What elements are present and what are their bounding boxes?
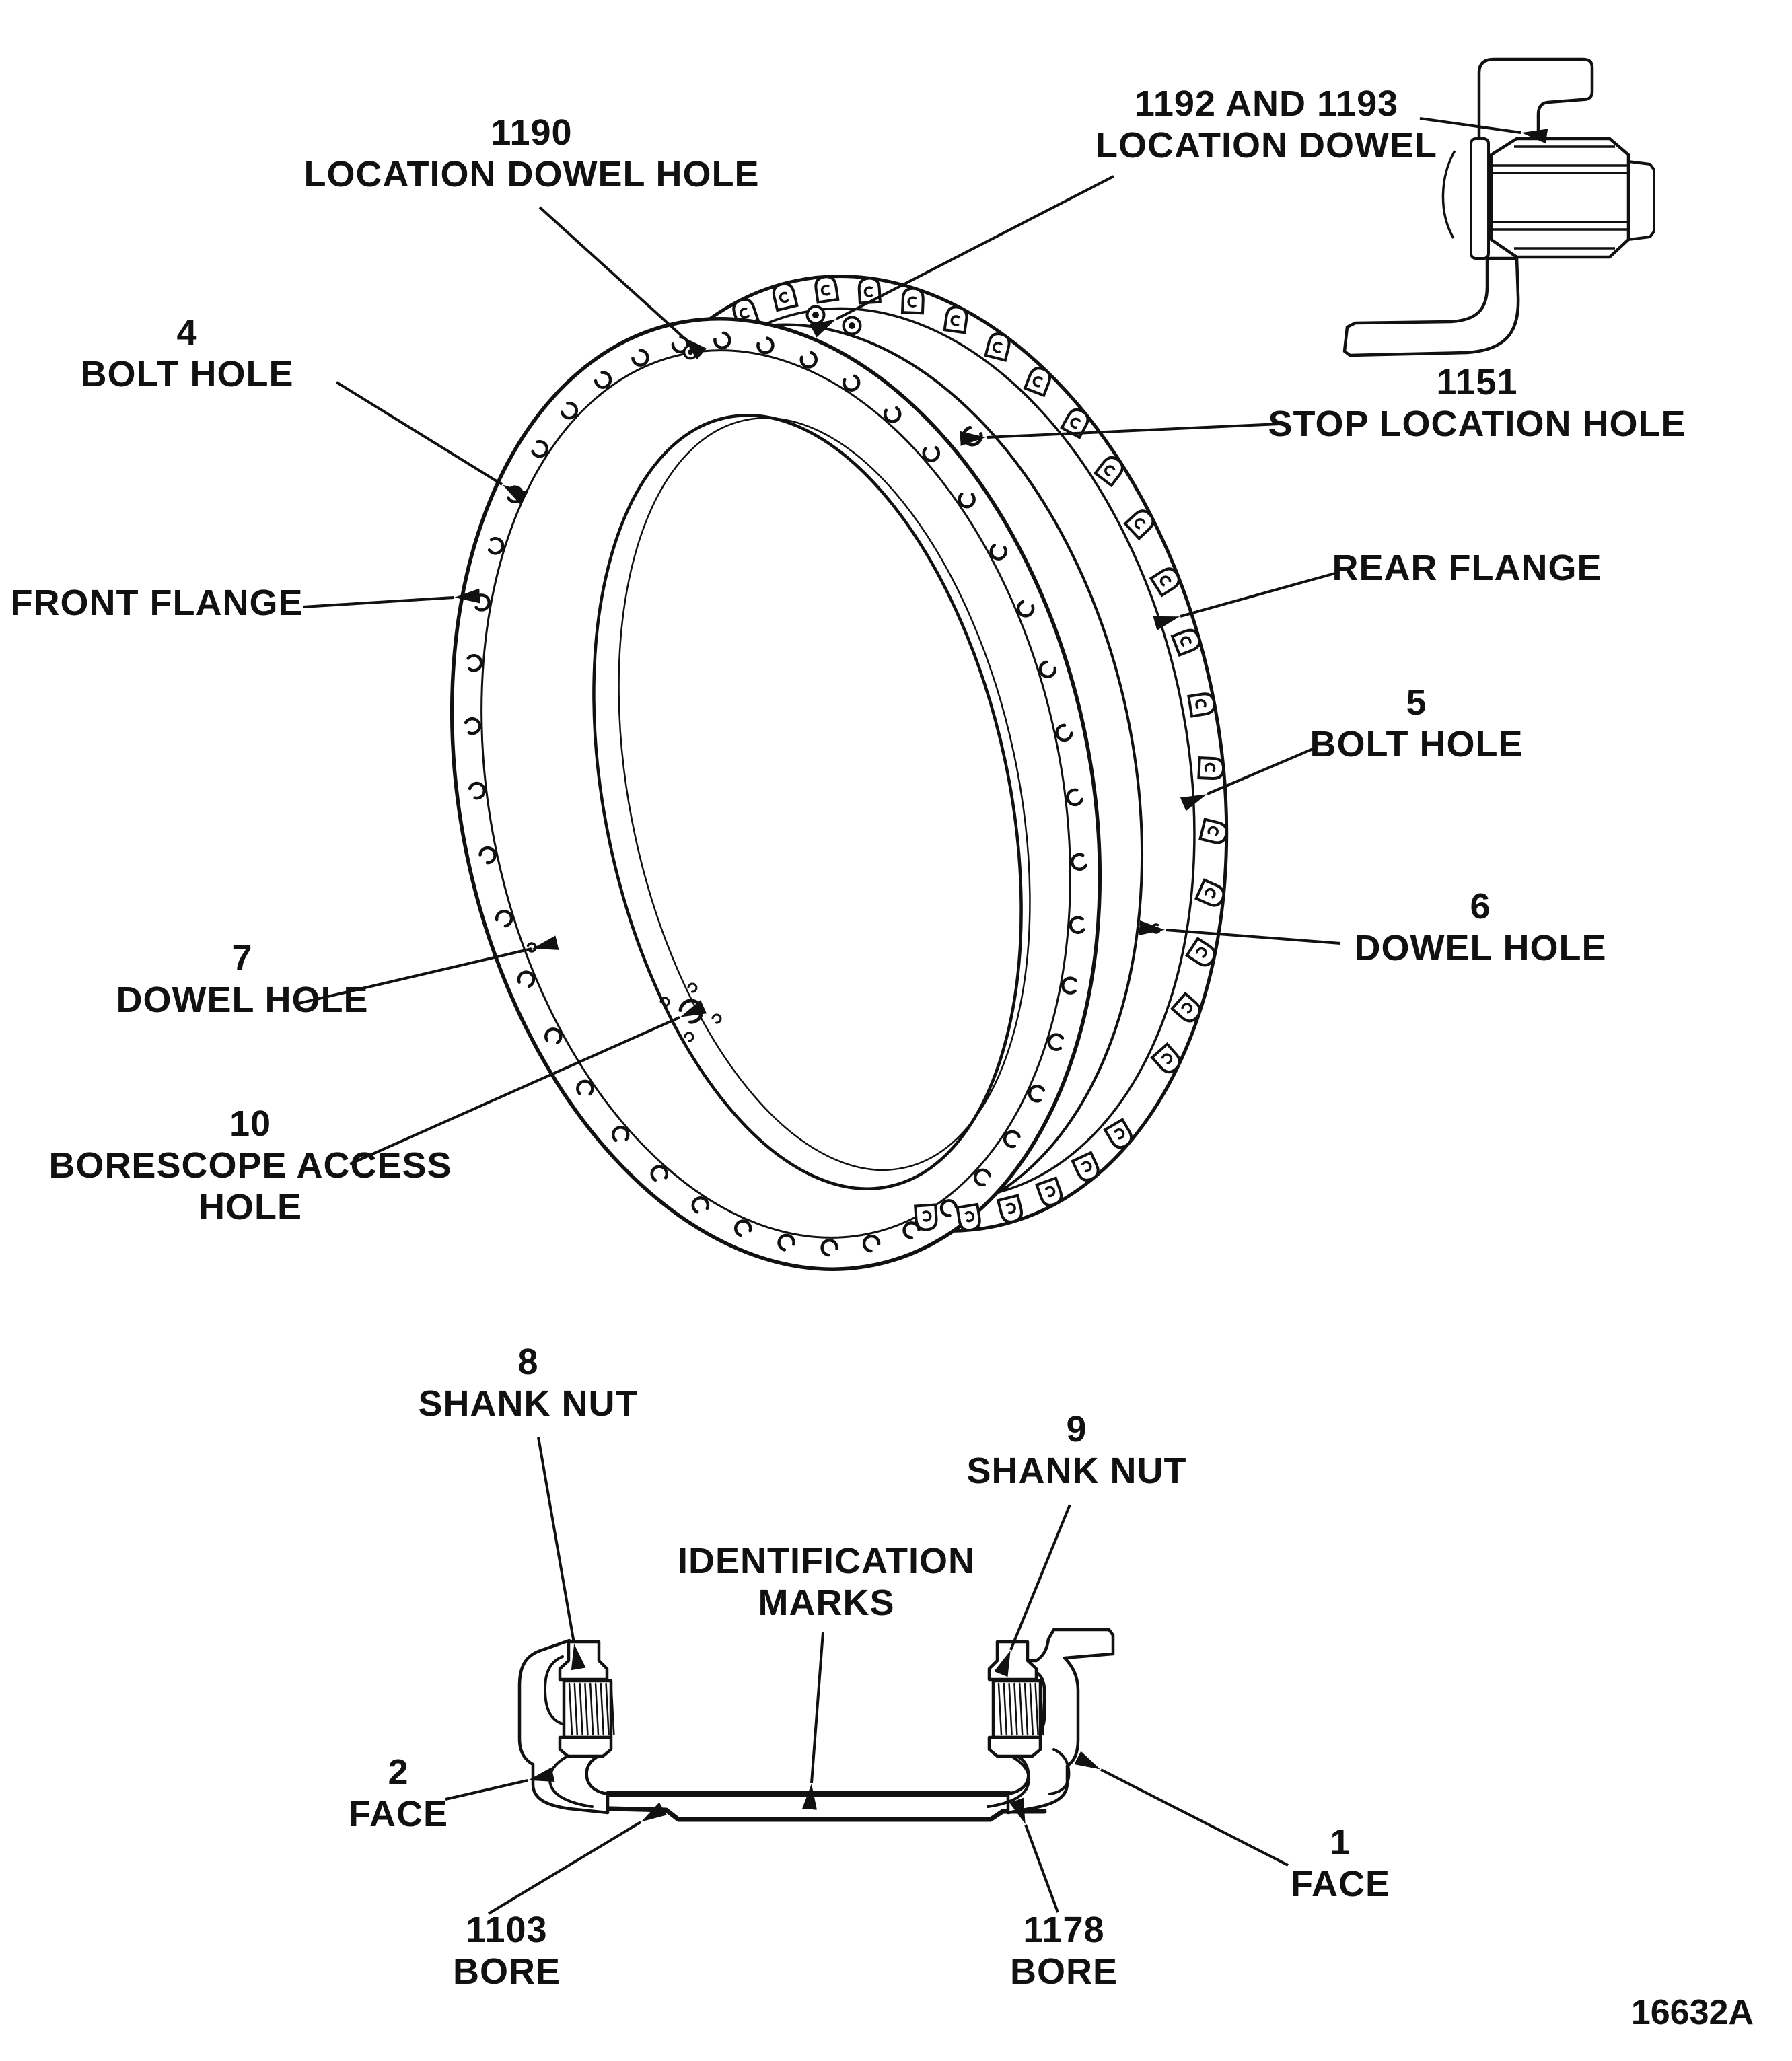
- rear-flange-bolt-lug: [1184, 937, 1217, 967]
- rear-flange-bolt-lug: [1060, 408, 1089, 439]
- label-8-shank-nut-leader: [537, 1437, 586, 1671]
- rear-flange-bolt-lug: [857, 277, 882, 305]
- label-6-dowel-hole-leader: [1139, 920, 1341, 945]
- front-flange-lower-curve: [548, 1756, 594, 1808]
- label-1103-bore-leader: [487, 1802, 668, 1915]
- rear-flange-bolt-lug: [1023, 367, 1051, 398]
- label-9-shank-nut-leader: [994, 1504, 1071, 1677]
- label-7-dowel-hole-leader: [295, 935, 559, 1005]
- dowel-end-cap: [1627, 160, 1655, 241]
- leader-lines: [295, 117, 1548, 1915]
- dowel-nut-lines: [1493, 145, 1628, 250]
- shank-nut-9-base: [987, 1735, 1042, 1758]
- rear-flange-bolt-lug: [1035, 1176, 1063, 1207]
- rear-flange-bolt-lug: [956, 1202, 981, 1232]
- rear-flange-bolt-lug: [814, 275, 840, 304]
- rear-flange-bolt-lug: [1194, 878, 1225, 907]
- rear-flange-hook-curve: [1048, 1748, 1071, 1795]
- thread-hatching: [568, 1682, 1044, 1736]
- rear-flange-bolt-lug: [1170, 991, 1202, 1023]
- label-1-face-leader: [1074, 1751, 1289, 1867]
- rear-flange-bolt-lug: [1071, 1151, 1100, 1182]
- rear-flange-bolt-lug: [1123, 509, 1155, 541]
- rear-flange-bolt-lug: [1093, 456, 1124, 488]
- label-1190-leader: [538, 206, 707, 360]
- label-1178-bore-leader: [1009, 1797, 1059, 1913]
- front-flange-hook-curve: [544, 1655, 564, 1725]
- shank-nut-8-base: [558, 1735, 613, 1758]
- case-wall-arc: [1441, 150, 1456, 239]
- rear-flange-bolt-lug: [1197, 756, 1225, 780]
- rear-flange-bolt-lug: [1187, 692, 1216, 718]
- rear-flange-bolt-lug: [1150, 1042, 1181, 1074]
- label-2-face-leader: [445, 1767, 555, 1801]
- label-front-flange: FRONT FLANGE: [11, 583, 303, 623]
- rear-flange-lower-curve: [987, 1756, 1031, 1808]
- rear-flange-bolt-lug: [1149, 567, 1180, 598]
- label-1192-1193-leader: [1419, 117, 1548, 144]
- dowel-washer: [1470, 137, 1490, 260]
- label-5-bolt-hole-leader: [1180, 746, 1318, 811]
- label-identification-leader: [802, 1632, 824, 1810]
- rear-flange-bolt-lug: [772, 282, 799, 312]
- dowel-nut-body: [1489, 137, 1630, 259]
- rear-hook-lower: [1342, 256, 1520, 357]
- label-front-flange-leader: [302, 588, 480, 608]
- rear-flange-bolt-lug: [914, 1203, 938, 1231]
- location-dowel-detail: [1342, 57, 1655, 357]
- rear-flange-bolt-lug: [900, 287, 925, 315]
- label-4-bolt-hole-leader: [335, 381, 528, 505]
- rear-flange-bolt-lug: [996, 1194, 1023, 1223]
- case-web-bottom: [534, 1778, 1047, 1822]
- rear-flange-bolt-lug: [1170, 628, 1201, 657]
- label-1151-leader: [960, 423, 1281, 446]
- label-1192-1193-leader: [810, 175, 1114, 338]
- rear-flange-bolt-lug: [943, 305, 968, 334]
- fan-case-ring-isometric: [450, 275, 1229, 1271]
- rear-flange-bolt-lug: [1198, 818, 1228, 844]
- label-rear-flange: REAR FLANGE: [1332, 548, 1602, 588]
- label-10-borescope-leader: [349, 1000, 707, 1165]
- figure-number: 16632A: [1631, 1993, 1754, 2032]
- rear-flange-bolt-lug: [1103, 1118, 1133, 1149]
- rear-hook-upper: [1477, 57, 1594, 172]
- rear-flange-bolt-lug: [984, 332, 1011, 362]
- label-rear-flange-leader: [1153, 572, 1336, 631]
